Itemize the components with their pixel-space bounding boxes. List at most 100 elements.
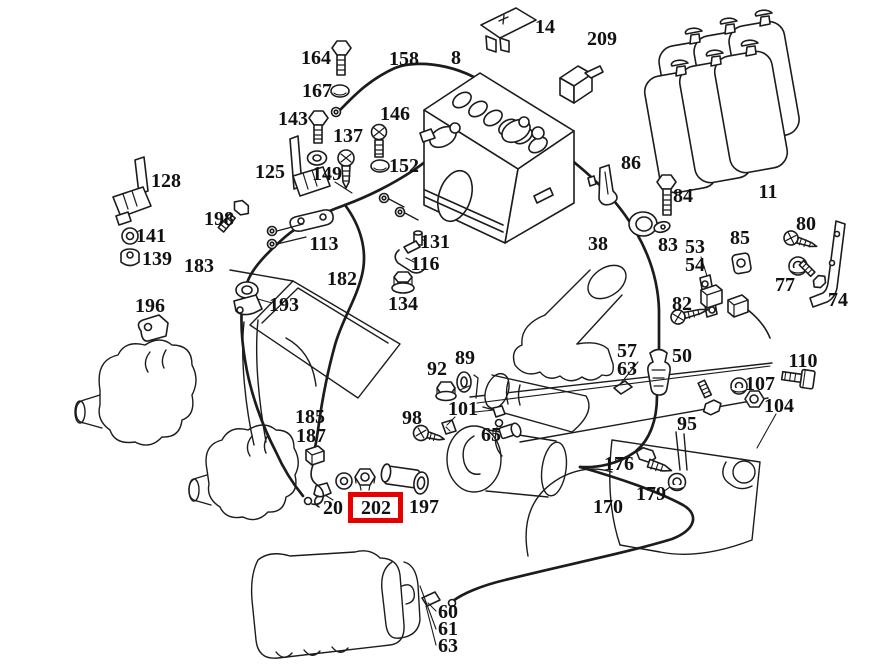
nut-107-icon xyxy=(730,377,748,395)
part-label-137[interactable]: 137 xyxy=(333,125,363,147)
part-label-152[interactable]: 152 xyxy=(389,155,419,177)
part-label-143[interactable]: 143 xyxy=(278,108,308,130)
part-label-11[interactable]: 11 xyxy=(758,181,778,203)
part-label-146[interactable]: 146 xyxy=(380,103,410,125)
part-label-89[interactable]: 89 xyxy=(455,347,475,369)
part-label-60[interactable]: 60 xyxy=(438,601,458,623)
part-label-134[interactable]: 134 xyxy=(388,293,418,315)
part-label-131[interactable]: 131 xyxy=(420,231,450,253)
washer-149-icon xyxy=(306,150,328,166)
part-label-170[interactable]: 170 xyxy=(593,496,623,518)
clip-167-icon xyxy=(330,84,350,98)
part-label-8[interactable]: 8 xyxy=(451,47,461,69)
part-label-38[interactable]: 38 xyxy=(588,233,608,255)
bolt-95-icon xyxy=(697,379,722,416)
bolt-110-icon xyxy=(780,368,816,390)
part-label-85[interactable]: 85 xyxy=(730,227,750,249)
part-label-149[interactable]: 149 xyxy=(312,163,342,185)
clamp-83-icon xyxy=(628,211,671,237)
screw-137-icon xyxy=(337,149,355,189)
part-label-14[interactable]: 14 xyxy=(535,16,555,38)
nut-104-icon xyxy=(744,390,765,408)
part-label-83[interactable]: 83 xyxy=(658,234,678,256)
part-label-128[interactable]: 128 xyxy=(151,170,181,192)
part-label-82[interactable]: 82 xyxy=(672,293,692,315)
part-label-101[interactable]: 101 xyxy=(448,398,478,420)
part-label-80[interactable]: 80 xyxy=(796,213,816,235)
screw-146-icon xyxy=(370,123,388,158)
part-label-95[interactable]: 95 xyxy=(677,413,697,435)
nut-202-icon xyxy=(354,468,376,491)
bracket-74-icon xyxy=(798,220,846,308)
part-label-63[interactable]: 63 xyxy=(438,635,458,657)
part-label-92[interactable]: 92 xyxy=(427,358,447,380)
part-label-61[interactable]: 61 xyxy=(438,618,458,640)
part-label-209[interactable]: 209 xyxy=(587,28,617,50)
grommet-139-icon xyxy=(120,248,140,267)
part-label-176[interactable]: 176 xyxy=(604,453,634,475)
part-label-139[interactable]: 139 xyxy=(142,248,172,270)
battery-terminal-front xyxy=(419,122,461,149)
part-label-20[interactable]: 20 xyxy=(323,497,343,519)
elbow-65-icon xyxy=(494,418,522,440)
part-label-113[interactable]: 113 xyxy=(309,233,339,255)
part-label-57[interactable]: 57 xyxy=(617,340,637,362)
washer-89-icon xyxy=(456,371,479,399)
screw-80-icon xyxy=(783,230,818,248)
nut-134-icon xyxy=(391,271,415,294)
clip-86-icon xyxy=(587,164,618,206)
part-label-110[interactable]: 110 xyxy=(788,350,818,372)
part-label-167[interactable]: 167 xyxy=(302,80,332,102)
part-label-183[interactable]: 183 xyxy=(184,255,214,277)
part-label-65[interactable]: 65 xyxy=(481,424,501,446)
part-label-84[interactable]: 84 xyxy=(673,185,693,207)
part-label-198[interactable]: 198 xyxy=(204,208,234,230)
nut-92-icon xyxy=(435,381,457,402)
screw-98-icon xyxy=(412,424,445,442)
clip-152-icon xyxy=(370,159,390,173)
part-label-179[interactable]: 179 xyxy=(636,483,666,505)
bracket-196-icon xyxy=(137,314,169,342)
part-label-74[interactable]: 74 xyxy=(828,289,848,311)
battery-hole xyxy=(436,169,474,223)
part-label-104[interactable]: 104 xyxy=(764,395,794,417)
part-label-107[interactable]: 107 xyxy=(745,373,775,395)
part-label-125[interactable]: 125 xyxy=(255,161,285,183)
bolt-176-icon xyxy=(635,446,673,472)
highlight-box-202 xyxy=(348,492,403,523)
bracket-53-54-icon xyxy=(699,274,723,318)
bracket-101-icon xyxy=(441,405,506,435)
part-label-202-highlighted[interactable]: 202 xyxy=(361,497,391,519)
grommet-193-icon xyxy=(233,281,263,316)
screw-82-icon xyxy=(670,308,709,325)
bracket-125-icon xyxy=(289,135,331,197)
part-label-197[interactable]: 197 xyxy=(409,496,439,518)
part-label-86[interactable]: 86 xyxy=(621,152,641,174)
part-label-54[interactable]: 54 xyxy=(685,254,705,276)
part-label-98[interactable]: 98 xyxy=(402,407,422,429)
part-label-63[interactable]: 63 xyxy=(617,358,637,380)
part-label-141[interactable]: 141 xyxy=(136,225,166,247)
part-label-158[interactable]: 158 xyxy=(389,48,419,70)
part-label-193[interactable]: 193 xyxy=(269,294,299,316)
part-label-77[interactable]: 77 xyxy=(775,274,795,296)
grommet-179-icon xyxy=(667,472,687,492)
eyelet-wires-182-icon xyxy=(378,192,419,221)
part-label-182[interactable]: 182 xyxy=(327,268,357,290)
grommet-85-icon xyxy=(731,252,752,275)
part-label-196[interactable]: 196 xyxy=(135,295,165,317)
battery-terminal-rear xyxy=(501,116,545,144)
part-label-187[interactable]: 187 xyxy=(296,425,326,447)
part-label-116[interactable]: 116 xyxy=(410,253,440,275)
leader-lines xyxy=(257,181,777,646)
plate-113-icon xyxy=(289,209,334,232)
part-label-185[interactable]: 185 xyxy=(295,406,325,428)
clamp-116-icon xyxy=(394,240,426,274)
part-label-164[interactable]: 164 xyxy=(301,47,331,69)
part-label-53[interactable]: 53 xyxy=(685,236,705,258)
part-label-50[interactable]: 50 xyxy=(672,345,692,367)
cover-plate-icon xyxy=(480,7,537,53)
boot-50-icon xyxy=(647,348,671,396)
